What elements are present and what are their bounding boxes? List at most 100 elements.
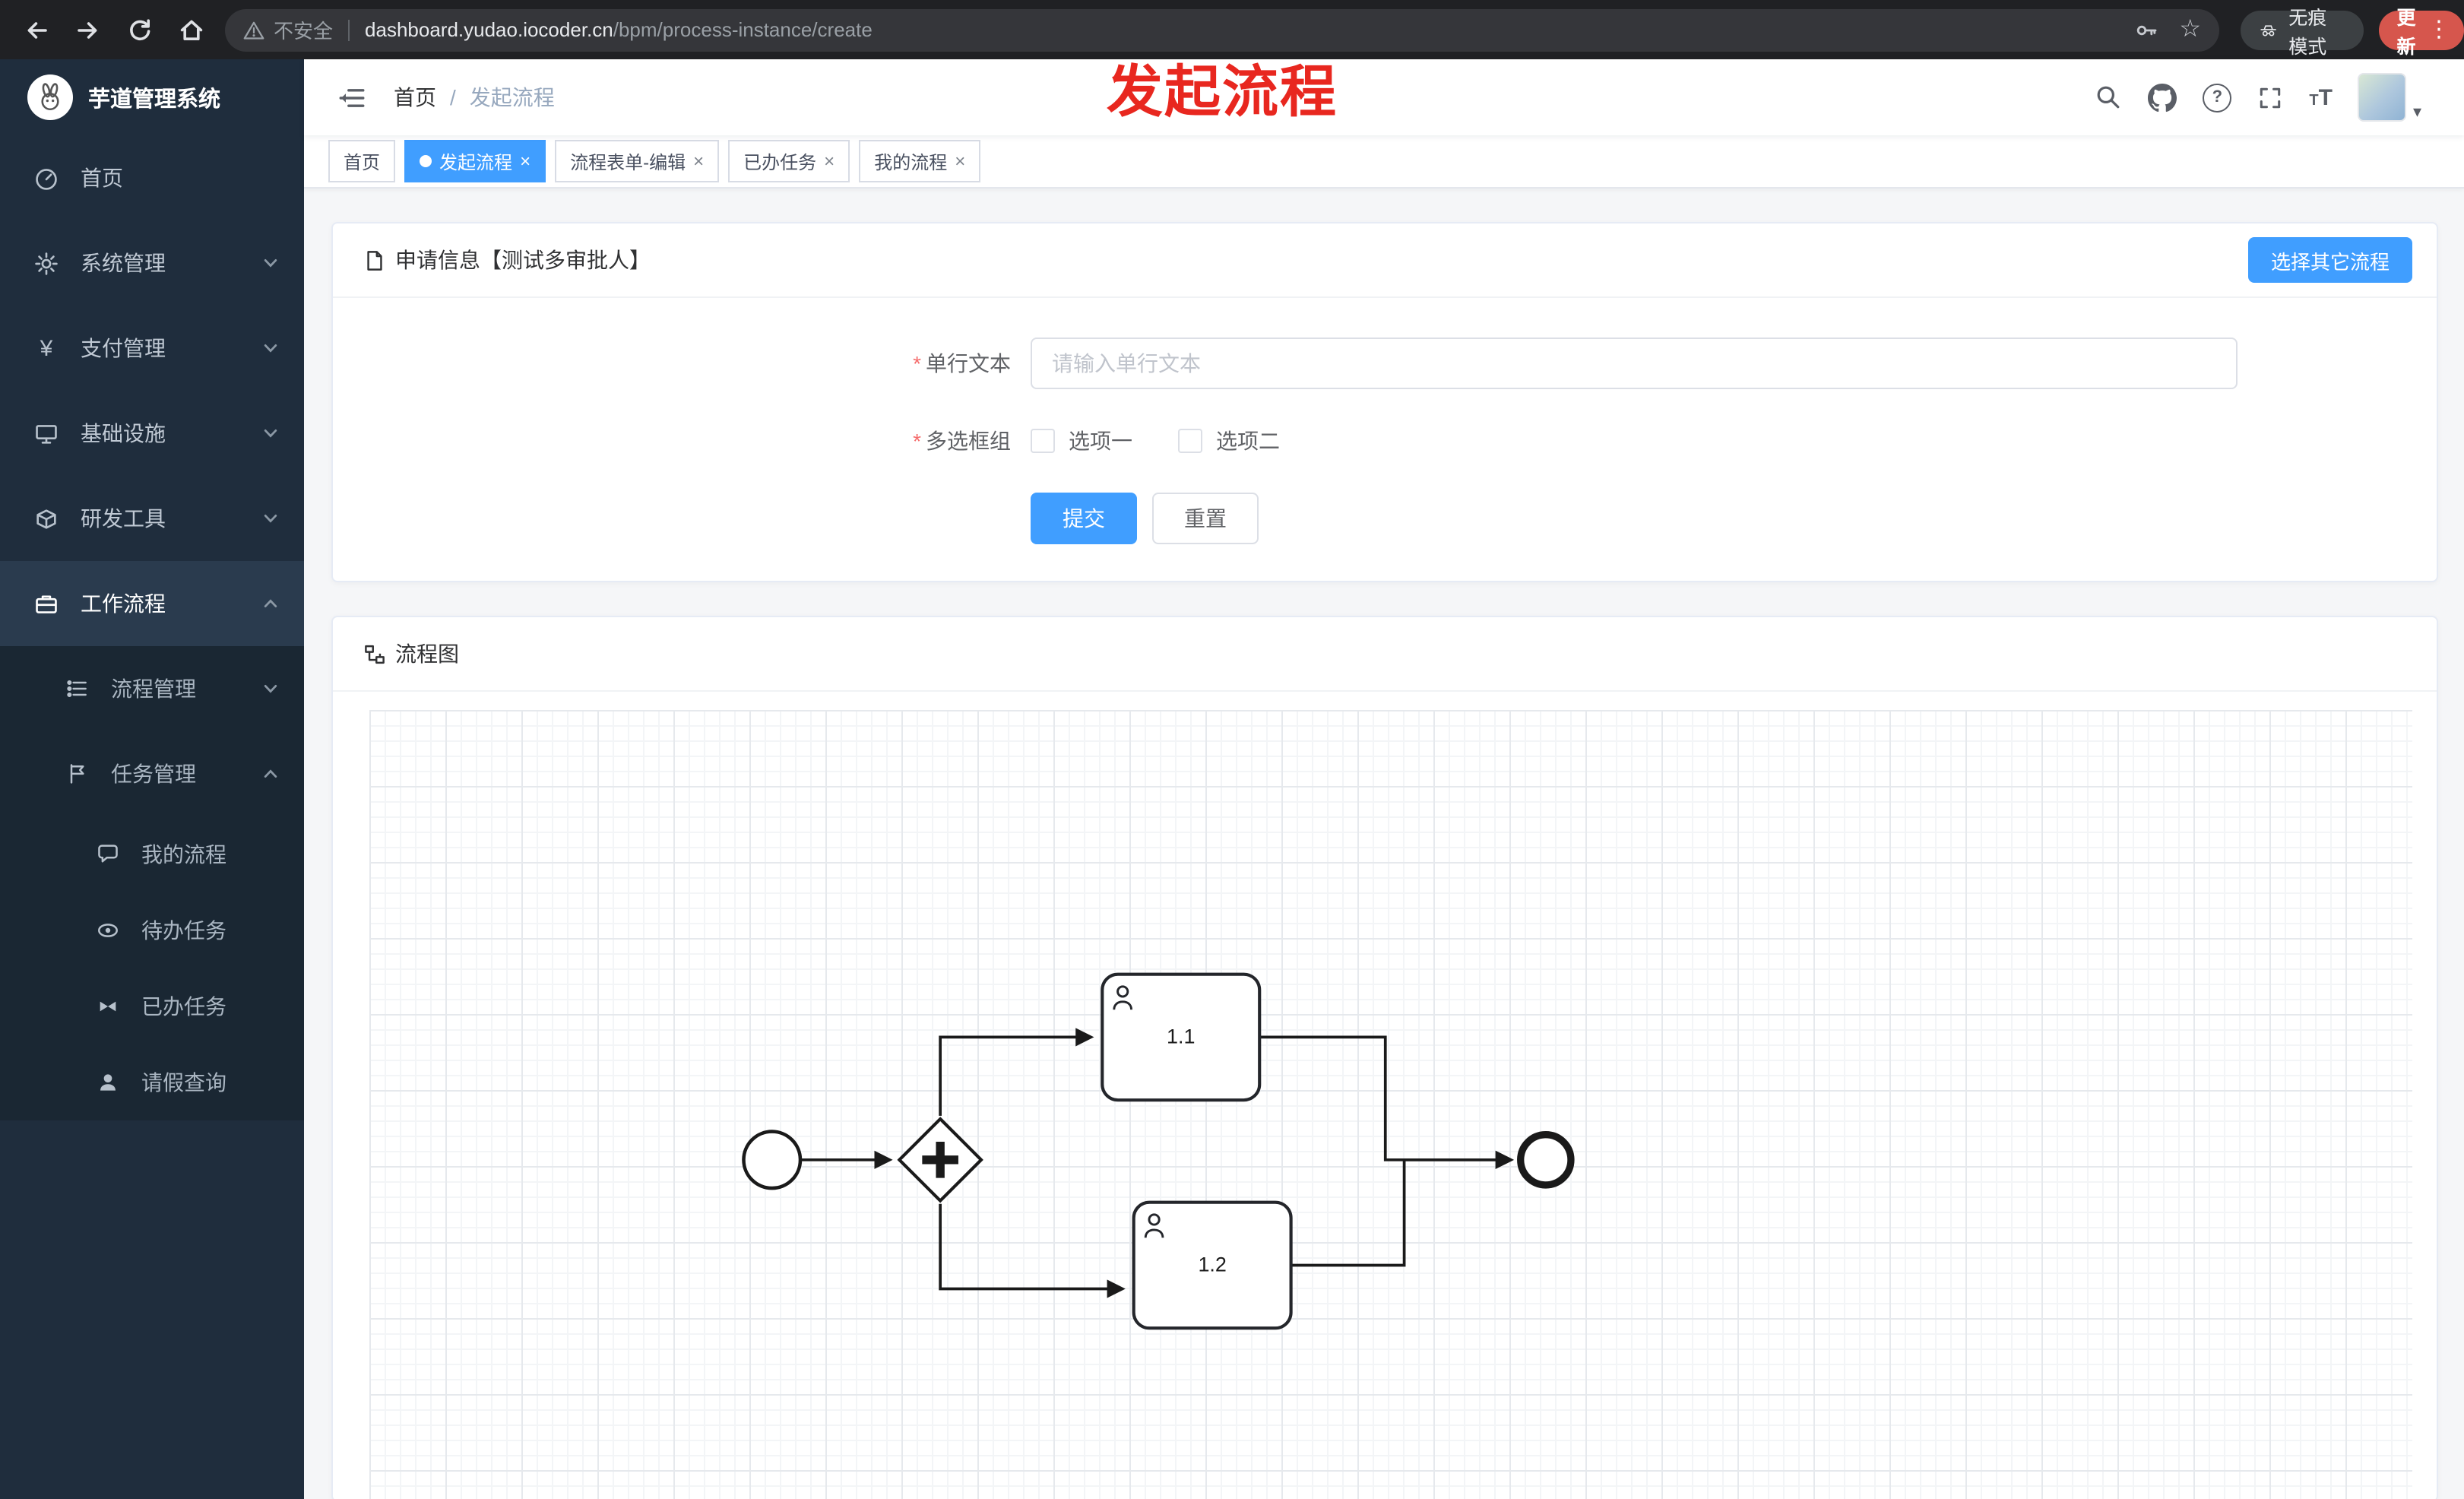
list-tree-icon: [64, 677, 90, 701]
user-icon: [1144, 1213, 1164, 1238]
flow-task1-to-end: [1259, 1035, 1514, 1169]
app-title: 芋道管理系统: [88, 87, 220, 112]
sidebar-item-devtools[interactable]: 研发工具: [0, 476, 304, 561]
sidebar-item-process-management[interactable]: 流程管理: [0, 646, 304, 731]
sidebar-fold-icon[interactable]: [337, 83, 366, 112]
checkbox-label: 选项一: [1069, 429, 1132, 453]
browser-nav-buttons: [0, 11, 225, 48]
flow-task2-to-end: [1291, 1150, 1514, 1267]
kebab-menu-icon[interactable]: ⋮: [2428, 17, 2450, 43]
monitor-icon: [33, 420, 59, 446]
end-event[interactable]: [1517, 1131, 1575, 1189]
sidebar-item-label: 流程管理: [111, 677, 196, 701]
reload-icon[interactable]: [122, 11, 158, 48]
sidebar-item-payment[interactable]: ¥ 支付管理: [0, 306, 304, 391]
start-event[interactable]: [742, 1130, 803, 1190]
sidebar-item-label: 已办任务: [141, 994, 226, 1019]
url-domain: dashboard.yudao.iocoder.cn: [365, 18, 613, 41]
reset-button[interactable]: 重置: [1152, 493, 1259, 544]
tab-done-tasks[interactable]: 已办任务×: [728, 140, 850, 182]
tab-home[interactable]: 首页: [328, 140, 396, 182]
tab-close-icon[interactable]: ×: [693, 151, 705, 172]
document-icon: [363, 249, 386, 271]
password-key-icon[interactable]: [2133, 17, 2158, 42]
bpmn-grid-canvas[interactable]: 1.1 1.2: [369, 710, 2412, 1499]
eye-icon: [94, 918, 120, 943]
checkbox-option-1[interactable]: 选项一: [1031, 426, 1132, 456]
sidebar-item-leave-query[interactable]: 请假查询: [0, 1044, 304, 1120]
app-logo-row[interactable]: 芋道管理系统: [0, 59, 304, 135]
tab-close-icon[interactable]: ×: [520, 151, 531, 172]
tab-label: 流程表单-编辑: [570, 151, 686, 173]
checkbox-option-2[interactable]: 选项二: [1178, 426, 1280, 456]
sidebar-item-label: 系统管理: [81, 251, 166, 275]
tab-my-process[interactable]: 我的流程 ×: [859, 140, 981, 182]
sidebar-item-task-management[interactable]: 任务管理: [0, 731, 304, 816]
tags-view-bar: 首页 发起流程× 流程表单-编辑 × 已办任务× 我的流程 ×: [304, 135, 2464, 189]
bookmark-star-icon[interactable]: ☆: [2179, 16, 2201, 42]
select-other-process-button[interactable]: 选择其它流程: [2247, 237, 2412, 283]
active-tab-dot: [420, 155, 432, 167]
user-task-1[interactable]: 1.1: [1101, 972, 1262, 1102]
tab-close-icon[interactable]: ×: [824, 151, 835, 172]
flow-gateway-to-task2: [939, 1203, 1126, 1298]
tab-close-icon[interactable]: ×: [955, 151, 966, 172]
tab-form-edit[interactable]: 流程表单-编辑 ×: [555, 140, 720, 182]
tab-create-process[interactable]: 发起流程×: [404, 140, 546, 182]
diagram-icon: [363, 642, 386, 665]
chevron-down-icon: [261, 424, 280, 442]
single-line-text-input[interactable]: [1031, 338, 2238, 389]
address-bar[interactable]: 不安全 dashboard.yudao.iocoder.cn/bpm/proce…: [225, 8, 2219, 51]
back-icon[interactable]: [18, 11, 55, 48]
task2-label: 1.2: [1198, 1253, 1226, 1276]
chevron-down-icon: [261, 509, 280, 528]
update-label: 更新: [2396, 7, 2416, 57]
help-icon[interactable]: ?: [2203, 83, 2232, 112]
checkbox-label: 选项二: [1216, 429, 1280, 453]
search-icon[interactable]: [2095, 84, 2122, 111]
process-form: *单行文本 *多选框组 选项一 选项二: [333, 298, 2437, 581]
sidebar-item-workflow[interactable]: 工作流程: [0, 561, 304, 646]
bpmn-diagram[interactable]: 1.1 1.2: [369, 710, 2412, 1499]
user-icon: [1113, 985, 1133, 1010]
sidebar-item-label: 首页: [81, 166, 123, 190]
annotation-title: 发起流程: [1107, 61, 1338, 123]
fullscreen-icon[interactable]: [2257, 84, 2283, 110]
sidebar-item-done-tasks[interactable]: 已办任务: [0, 968, 304, 1044]
forward-icon[interactable]: [70, 11, 106, 48]
bowtie-icon: [94, 994, 120, 1019]
sidebar-item-label: 基础设施: [81, 421, 166, 445]
sidebar-item-label: 工作流程: [81, 591, 166, 616]
tab-label: 我的流程: [874, 151, 948, 173]
sidebar-item-my-process[interactable]: 我的流程: [0, 816, 304, 892]
submit-button[interactable]: 提交: [1031, 493, 1137, 544]
toolbox-icon: [33, 505, 59, 531]
checkbox-icon[interactable]: [1031, 429, 1055, 453]
chevron-down-icon: [261, 339, 280, 357]
checkbox-icon[interactable]: [1178, 429, 1202, 453]
user-menu[interactable]: ▾: [2358, 73, 2421, 122]
sidebar: 芋道管理系统 首页 系统管理 ¥ 支付管理: [0, 59, 304, 1499]
parallel-gateway[interactable]: [897, 1117, 983, 1203]
dashboard-icon: [33, 165, 59, 191]
github-icon[interactable]: [2148, 83, 2177, 112]
sidebar-item-infrastructure[interactable]: 基础设施: [0, 391, 304, 476]
sidebar-item-todo-tasks[interactable]: 待办任务: [0, 892, 304, 968]
incognito-label: 无痕模式: [2288, 7, 2327, 57]
app-logo: [27, 74, 73, 120]
address-divider: [348, 19, 350, 40]
home-icon[interactable]: [173, 11, 210, 48]
chevron-up-icon: [261, 594, 280, 613]
incognito-icon: [2260, 24, 2276, 36]
card-title: 申请信息【测试多审批人】: [395, 248, 651, 272]
person-icon: [94, 1070, 120, 1095]
breadcrumb-home[interactable]: 首页: [394, 85, 436, 109]
sidebar-item-home[interactable]: 首页: [0, 135, 304, 220]
sidebar-item-label: 研发工具: [81, 506, 166, 531]
breadcrumb: 首页 / 发起流程: [394, 82, 555, 113]
browser-update-button[interactable]: 更新 ⋮: [2378, 7, 2464, 57]
avatar[interactable]: [2358, 73, 2407, 122]
sidebar-item-system[interactable]: 系统管理: [0, 220, 304, 306]
user-task-2[interactable]: 1.2: [1132, 1200, 1293, 1330]
